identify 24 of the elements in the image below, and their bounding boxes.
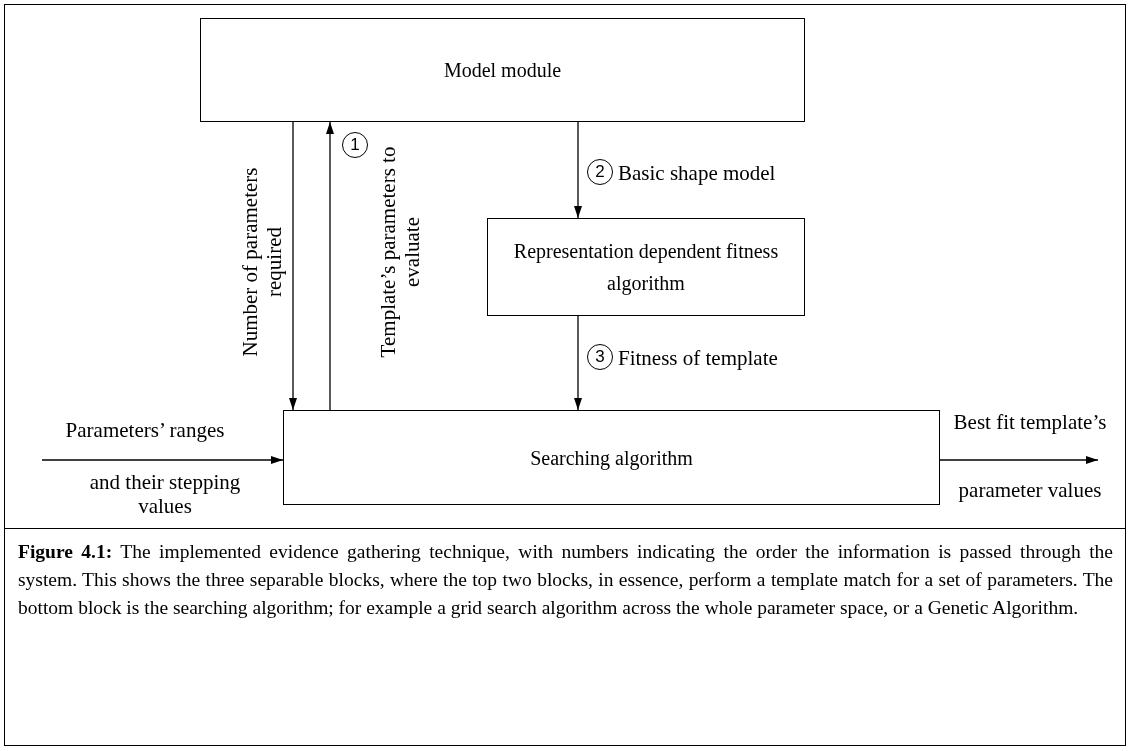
step-number: 1 (342, 132, 368, 158)
process-box (200, 18, 805, 122)
step-number: 3 (587, 344, 613, 370)
arrow (939, 456, 1099, 464)
edge-label: Number of parameters required (238, 167, 286, 357)
flow-label: Parameters’ ranges (64, 418, 226, 442)
arrow (41, 456, 284, 464)
arrow (326, 121, 334, 411)
box-label: Model module (443, 58, 562, 83)
box-label: Representation dependent fitness algorithm (512, 239, 780, 297)
flow-label: parameter values (957, 478, 1103, 502)
arrow (574, 315, 582, 411)
arrow (574, 121, 582, 219)
flow-label: Best fit template’s (952, 410, 1108, 434)
arrow (289, 121, 297, 411)
flow-label: and their stepping values (88, 470, 242, 518)
step-number: 2 (587, 159, 613, 185)
process-box (283, 410, 940, 505)
process-box (487, 218, 805, 316)
edge-label: Fitness of template (618, 345, 778, 371)
edge-label: Basic shape model (618, 160, 776, 186)
caption: Figure 4.1: The implemented evidence gathering technique, with numbers indicating the order the information is passed through the system. This shows the three separable blocks, where the top two blocks, in essence, perform a template match for a set of parameters. The bottom block is the searching algorithm; for example a grid search algorithm across the whole parameter space, or a Genetic Algorithm. (18, 540, 1113, 620)
edge-label: Template’s parameters to evaluate (376, 146, 424, 358)
box-label: Searching algorithm (530, 445, 693, 472)
